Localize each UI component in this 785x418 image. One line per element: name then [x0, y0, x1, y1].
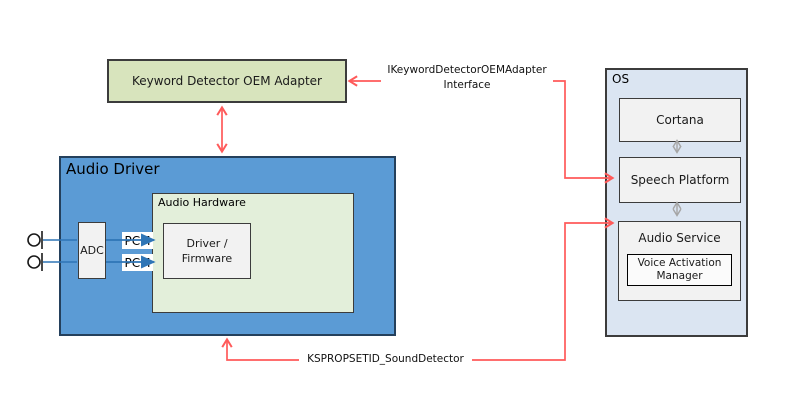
- adc-box: ADC: [78, 222, 106, 279]
- voice-activation-manager-box: Voice Activation Manager: [627, 254, 732, 286]
- driver-firmware-box: Driver / Firmware: [163, 223, 251, 279]
- speech-platform-box: Speech Platform: [619, 157, 741, 203]
- adc-label: ADC: [80, 244, 104, 257]
- audio-service-label: Audio Service: [638, 231, 721, 245]
- os-label: OS: [612, 72, 630, 86]
- ikeyworddetector-interface-label-line2: Interface: [443, 79, 491, 91]
- voice-activation-manager-label: Voice Activation Manager: [637, 257, 722, 282]
- keyword-detector-oem-adapter-box: Keyword Detector OEM Adapter: [107, 59, 347, 103]
- audio-hardware-label: Audio Hardware: [158, 196, 246, 209]
- ikeyworddetector-interface-label: IKeywordDetectorOEMAdapter Interface: [381, 63, 553, 93]
- driver-firmware-label-line2: Firmware: [181, 252, 233, 265]
- os-box: OS Cortana Speech Platform Audio Service…: [605, 68, 748, 337]
- audio-driver-label: Audio Driver: [66, 160, 160, 178]
- microphone-icon-top: [27, 231, 43, 249]
- cortana-box: Cortana: [619, 98, 741, 142]
- driver-firmware-label-line1: Driver /: [186, 237, 228, 250]
- speech-platform-label: Speech Platform: [630, 173, 730, 187]
- pcm-label-bottom: PCM: [122, 254, 153, 271]
- kspropsetid-sounddetector-label: KSPROPSETID_SoundDetector: [299, 352, 472, 367]
- keyword-detector-oem-adapter-label: Keyword Detector OEM Adapter: [132, 74, 322, 88]
- ikeyworddetector-interface-label-line1: IKeywordDetectorOEMAdapter: [387, 64, 547, 76]
- microphone-icon-bottom: [27, 253, 43, 271]
- pcm-label-top: PCM: [122, 232, 153, 249]
- cortana-label: Cortana: [656, 113, 704, 127]
